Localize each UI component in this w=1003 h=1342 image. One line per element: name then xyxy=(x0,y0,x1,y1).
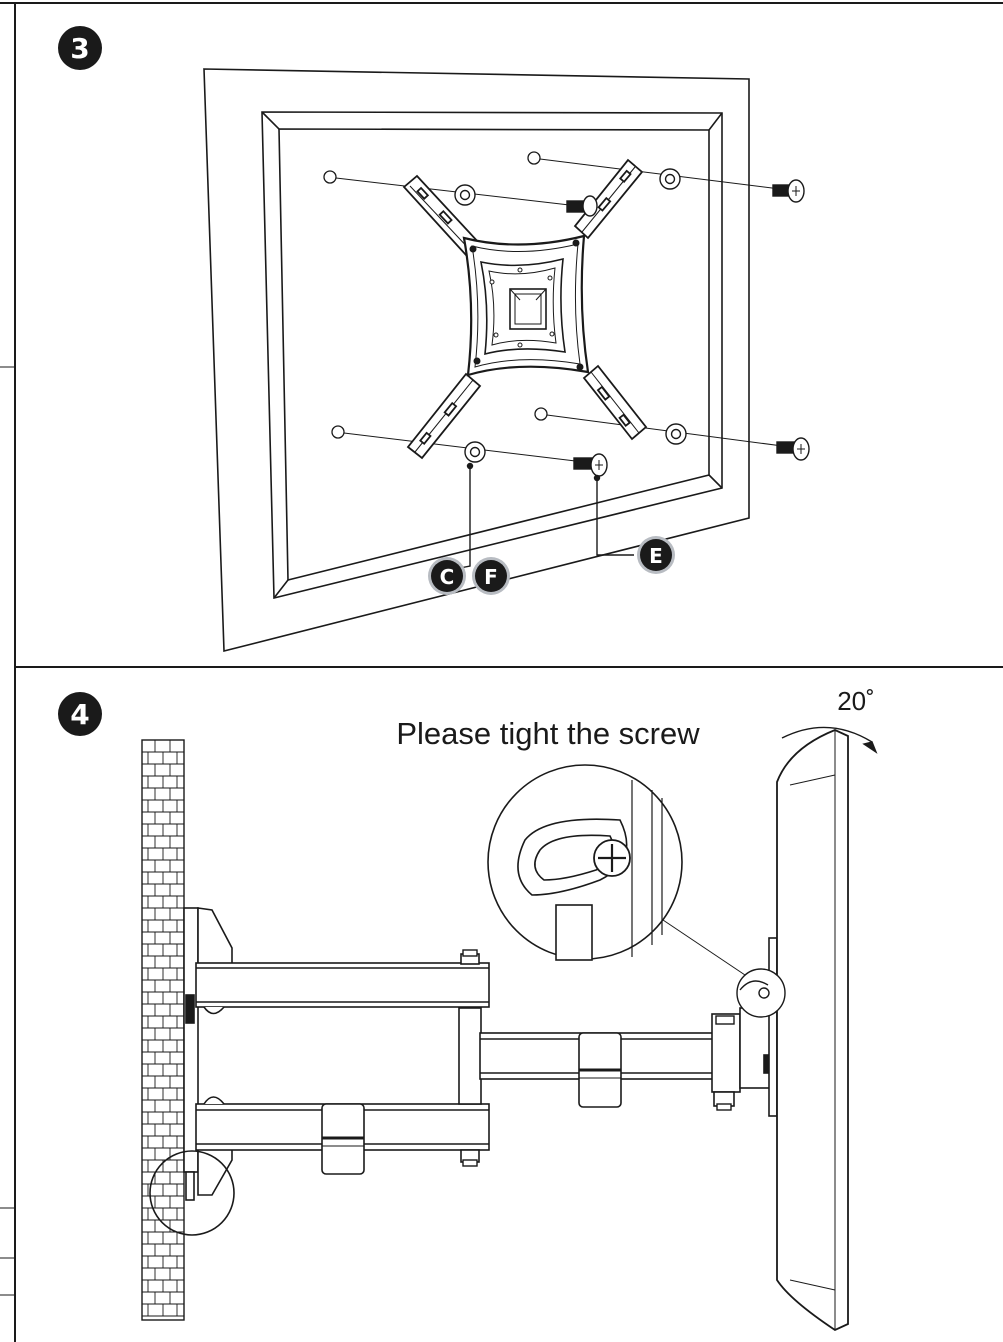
bracket-arms xyxy=(402,158,648,460)
zoom-detail xyxy=(487,764,746,976)
bracket-plate xyxy=(462,234,590,377)
step-3-badge: 3 xyxy=(58,26,102,70)
tv-bracket-joint xyxy=(711,937,778,1117)
lower-arm xyxy=(195,1096,490,1175)
instruction-text: Please tight the screw xyxy=(396,716,700,751)
step-3-panel: 3 xyxy=(58,26,810,653)
tilt-arrow-icon xyxy=(781,726,878,754)
tv-mounting-holes xyxy=(323,151,548,439)
screw-icons xyxy=(566,179,810,477)
screw-icon xyxy=(566,195,598,217)
tilt-screw-detail xyxy=(736,968,786,1018)
step-4-badge: 4 xyxy=(58,692,102,736)
wall-fixing-detail xyxy=(149,1150,235,1236)
bolt-icons xyxy=(462,949,735,1167)
screw-icon xyxy=(776,437,810,461)
step-4-panel: 4 Please tight the screw 20˚ xyxy=(58,686,878,1332)
part-label-e: E xyxy=(649,544,663,568)
tv-side-profile xyxy=(776,729,849,1332)
upper-arm xyxy=(195,962,490,1015)
part-badge-c: C xyxy=(428,557,466,595)
part-label-c: C xyxy=(440,565,455,589)
washer-icons xyxy=(454,168,687,463)
part-label-f: F xyxy=(484,565,498,589)
step-4-number: 4 xyxy=(70,698,89,731)
screw-icon xyxy=(772,179,805,203)
tilt-angle-label: 20˚ xyxy=(837,686,875,716)
phillips-screw-icon xyxy=(598,844,626,872)
second-arm xyxy=(479,1032,717,1108)
step-3-number: 3 xyxy=(70,32,89,65)
part-badge-f: F xyxy=(472,557,510,595)
part-badge-e: E xyxy=(637,536,675,574)
wall-plate xyxy=(183,907,233,1196)
